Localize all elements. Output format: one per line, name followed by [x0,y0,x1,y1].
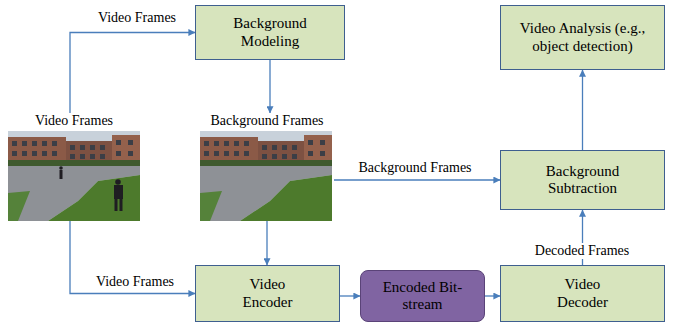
process-box: Video Encoder [195,265,340,322]
arrow-connector [269,60,270,113]
image-caption: Background Frames [210,113,323,129]
video-frame-photo [8,131,140,221]
edge-label: Video Frames [96,10,178,26]
box-label: Video Analysis (e.g., object detection) [508,20,658,55]
image-node: Video Frames [8,113,140,221]
process-box: Background Subtraction [500,150,665,210]
box-label: Video Encoder [233,276,303,311]
process-box: Video Analysis (e.g., object detection) [500,5,665,70]
process-box: Video Decoder [500,265,665,322]
box-label: Background Modeling [220,15,320,50]
image-caption: Video Frames [35,113,113,129]
bitstream-box: Encoded Bit-stream [360,270,485,322]
box-label: Background Subtraction [533,163,633,198]
arrow-connector [582,70,583,150]
arrow-connector [266,221,267,265]
edge-label: Decoded Frames [533,243,631,259]
edge-label: Background Frames [356,160,473,176]
arrow-connector [340,295,360,296]
arrow-connector [70,221,195,294]
box-label: Video Decoder [548,276,618,311]
image-node: Background Frames [200,113,334,221]
arrow-connector [485,295,500,296]
process-box: Background Modeling [195,5,345,60]
arrow-connector [70,33,195,114]
box-label: Encoded Bit-stream [382,279,464,314]
background-frame-photo [200,131,332,221]
edge-label: Video Frames [94,274,176,290]
arrow-connector [334,179,500,180]
